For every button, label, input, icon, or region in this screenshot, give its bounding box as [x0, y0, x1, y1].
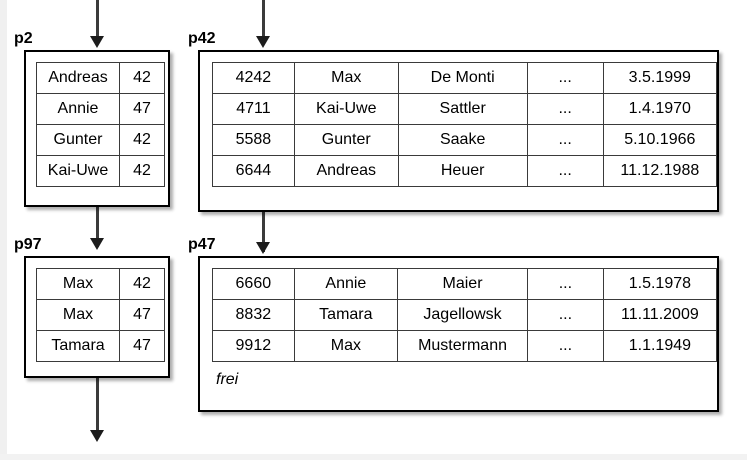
cell-more: ...	[526, 62, 604, 94]
cell-name: Max	[36, 268, 120, 300]
cell-name: Gunter	[36, 124, 120, 156]
cell-name: Kai-Uwe	[36, 155, 120, 187]
page-label-p47: p47	[188, 236, 216, 253]
table-row[interactable]: 8832 Tamara Jagellowsk ... 11.11.2009	[212, 299, 718, 331]
cell-date: 1.5.1978	[602, 268, 718, 300]
cell-date: 11.11.2009	[602, 299, 718, 331]
page-box-p97[interactable]: Max 42 Max 47 Tamara 47	[24, 256, 170, 378]
arrow-into-p42-shaft	[262, 0, 265, 38]
free-space-label: frei	[216, 371, 239, 388]
cell-lastname: Heuer	[397, 155, 528, 187]
cell-value: 47	[119, 299, 165, 331]
table-row[interactable]: Kai-Uwe 42	[36, 155, 165, 187]
cell-firstname: Kai-Uwe	[293, 93, 399, 125]
table-row[interactable]: 9912 Max Mustermann ... 1.1.1949	[212, 330, 718, 362]
table-row[interactable]: Max 42	[36, 268, 165, 300]
page-label-p97: p97	[14, 236, 42, 253]
cell-lastname: Saake	[397, 124, 528, 156]
data-table-p47: 6660 Annie Maier ... 1.5.1978 8832 Tamar…	[212, 268, 718, 362]
arrow-into-p2-shaft	[96, 0, 99, 38]
cell-value: 42	[119, 268, 165, 300]
directory-table-p2: Andreas 42 Annie 47 Gunter 42 Kai-Uwe 42	[36, 62, 165, 187]
cell-name: Annie	[36, 93, 120, 125]
data-table-p42: 4242 Max De Monti ... 3.5.1999 4711 Kai-…	[212, 62, 718, 187]
cell-more: ...	[526, 330, 604, 362]
cell-lastname: Sattler	[397, 93, 528, 125]
cell-lastname: Jagellowsk	[397, 299, 528, 331]
arrow-into-p42-head	[256, 36, 270, 48]
cell-more: ...	[526, 299, 604, 331]
cell-lastname: Mustermann	[397, 330, 528, 362]
page-gutter-left	[0, 0, 7, 460]
page-gutter-bottom	[0, 454, 747, 460]
table-row[interactable]: 4242 Max De Monti ... 3.5.1999	[212, 62, 718, 94]
cell-date: 5.10.1966	[602, 124, 718, 156]
cell-name: Andreas	[36, 62, 120, 94]
arrow-p97-out-head	[90, 430, 104, 442]
arrow-p42-to-p47-shaft	[262, 212, 265, 252]
cell-firstname: Andreas	[293, 155, 399, 187]
cell-lastname: Maier	[397, 268, 528, 300]
cell-id: 8832	[212, 299, 295, 331]
table-row[interactable]: 4711 Kai-Uwe Sattler ... 1.4.1970	[212, 93, 718, 125]
table-row[interactable]: Max 47	[36, 299, 165, 331]
cell-value: 47	[119, 330, 165, 362]
cell-name: Tamara	[36, 330, 120, 362]
arrow-into-p2-head	[90, 36, 104, 48]
cell-firstname: Gunter	[293, 124, 399, 156]
cell-value: 42	[119, 62, 165, 94]
cell-value: 42	[119, 155, 165, 187]
cell-firstname: Annie	[293, 268, 399, 300]
page-box-p47[interactable]: 6660 Annie Maier ... 1.5.1978 8832 Tamar…	[198, 256, 719, 412]
cell-more: ...	[526, 155, 604, 187]
cell-id: 6644	[212, 155, 295, 187]
arrow-p2-to-p97-shaft	[96, 207, 99, 247]
table-row[interactable]: 6660 Annie Maier ... 1.5.1978	[212, 268, 718, 300]
table-row[interactable]: Annie 47	[36, 93, 165, 125]
cell-more: ...	[526, 268, 604, 300]
cell-name: Max	[36, 299, 120, 331]
table-row[interactable]: 6644 Andreas Heuer ... 11.12.1988	[212, 155, 718, 187]
cell-firstname: Tamara	[293, 299, 399, 331]
cell-date: 1.1.1949	[602, 330, 718, 362]
table-row[interactable]: Gunter 42	[36, 124, 165, 156]
cell-id: 4711	[212, 93, 295, 125]
cell-firstname: Max	[293, 330, 399, 362]
cell-id: 4242	[212, 62, 295, 94]
cell-date: 11.12.1988	[602, 155, 718, 187]
cell-date: 1.4.1970	[602, 93, 718, 125]
page-box-p42[interactable]: 4242 Max De Monti ... 3.5.1999 4711 Kai-…	[198, 50, 719, 212]
cell-id: 5588	[212, 124, 295, 156]
cell-value: 42	[119, 124, 165, 156]
arrow-p42-to-p47-head	[256, 242, 270, 254]
table-row[interactable]: Tamara 47	[36, 330, 165, 362]
cell-more: ...	[526, 93, 604, 125]
page-label-p2: p2	[14, 30, 33, 47]
cell-id: 9912	[212, 330, 295, 362]
page-box-p2[interactable]: Andreas 42 Annie 47 Gunter 42 Kai-Uwe 42	[24, 50, 170, 207]
cell-value: 47	[119, 93, 165, 125]
page-label-p42: p42	[188, 30, 216, 47]
cell-more: ...	[526, 124, 604, 156]
directory-table-p97: Max 42 Max 47 Tamara 47	[36, 268, 165, 362]
cell-id: 6660	[212, 268, 295, 300]
arrow-p97-out-shaft	[96, 378, 99, 433]
table-row[interactable]: Andreas 42	[36, 62, 165, 94]
cell-lastname: De Monti	[397, 62, 528, 94]
table-row[interactable]: 5588 Gunter Saake ... 5.10.1966	[212, 124, 718, 156]
cell-firstname: Max	[293, 62, 399, 94]
arrow-p2-to-p97-head	[90, 238, 104, 250]
cell-date: 3.5.1999	[602, 62, 718, 94]
